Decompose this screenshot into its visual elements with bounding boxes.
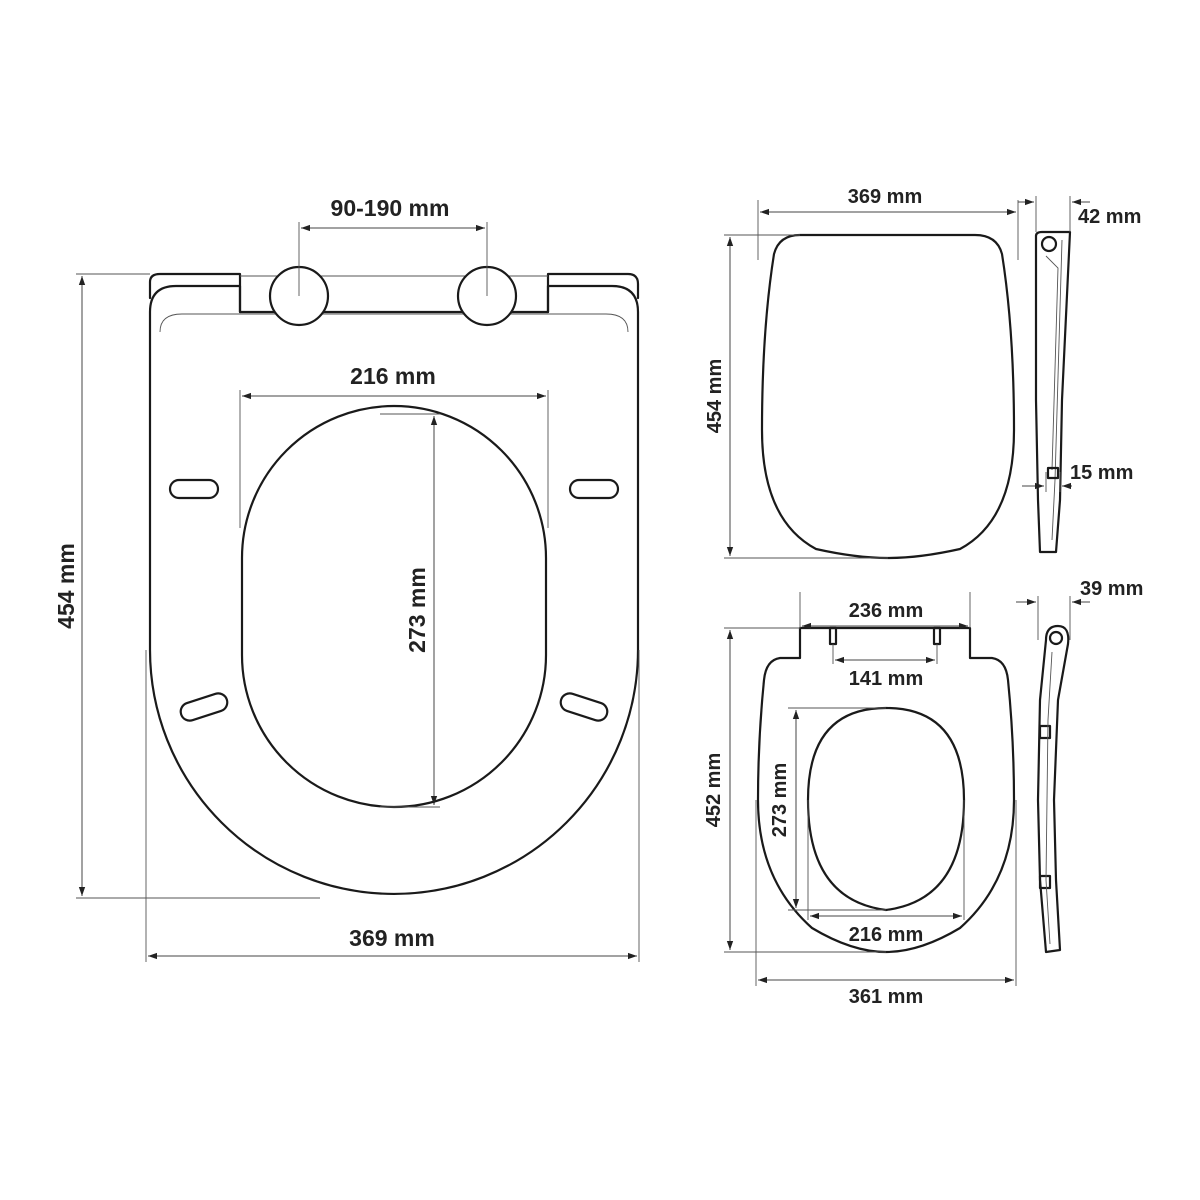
top-side-profile (1034, 230, 1072, 554)
top-side-height-label: 42 mm (1078, 206, 1141, 228)
bottom-inner-width-label: 216 mm (849, 924, 924, 946)
main-inner-width-label: 216 mm (350, 363, 436, 389)
bottom-hinge-plate-label: 236 mm (849, 600, 924, 622)
top-side-hinge-icon (1040, 235, 1058, 253)
main-inner-opening (240, 404, 548, 809)
bottom-hinge-pin-left-icon (828, 626, 838, 646)
bottom-right-seat-view: 236 mm 141 mm 452 mm 273 mm 216 mm 361 m… (703, 592, 1017, 1008)
bottom-hinge-pin-right-icon (932, 626, 942, 646)
slot-bottom-right-icon (559, 692, 609, 722)
bottom-side-height-label: 39 mm (1080, 578, 1143, 600)
bottom-width-label: 361 mm (849, 986, 924, 1008)
top-side-seat-label: 15 mm (1070, 462, 1133, 484)
top-right-lid-view: 369 mm 454 mm (704, 186, 1019, 560)
top-width-label: 369 mm (848, 186, 923, 208)
bottom-seat-outline (756, 626, 1016, 954)
bottom-length-label: 452 mm (703, 753, 725, 828)
main-inner-length-label: 273 mm (404, 567, 430, 653)
main-overall-width-label: 369 mm (349, 925, 435, 951)
slot-top-left-icon (168, 478, 220, 500)
bottom-inner-opening (806, 706, 966, 912)
bottom-pin-spacing-label: 141 mm (849, 668, 924, 690)
main-hinge-bar (148, 272, 640, 314)
slot-top-right-icon (568, 478, 620, 500)
slot-bottom-left-icon (179, 692, 229, 722)
bottom-side-profile (1036, 624, 1070, 954)
hinge-spacing-label: 90-190 mm (331, 195, 450, 221)
top-length-label: 454 mm (704, 359, 726, 434)
main-seat-outline (148, 284, 640, 896)
main-overall-length-label: 454 mm (53, 543, 79, 629)
bottom-side-view: 39 mm (1016, 578, 1143, 954)
main-seat-edge-line (159, 313, 629, 333)
bottom-inner-length-label: 273 mm (769, 763, 791, 838)
bottom-side-hinge-icon (1048, 630, 1064, 646)
main-seat-view: 90-190 mm 216 mm 273 mm 454 mm 369 mm (53, 195, 640, 962)
top-lid-outline (760, 233, 1016, 560)
top-side-view: 42 mm 15 mm (1018, 196, 1141, 554)
main-slots (168, 478, 620, 722)
